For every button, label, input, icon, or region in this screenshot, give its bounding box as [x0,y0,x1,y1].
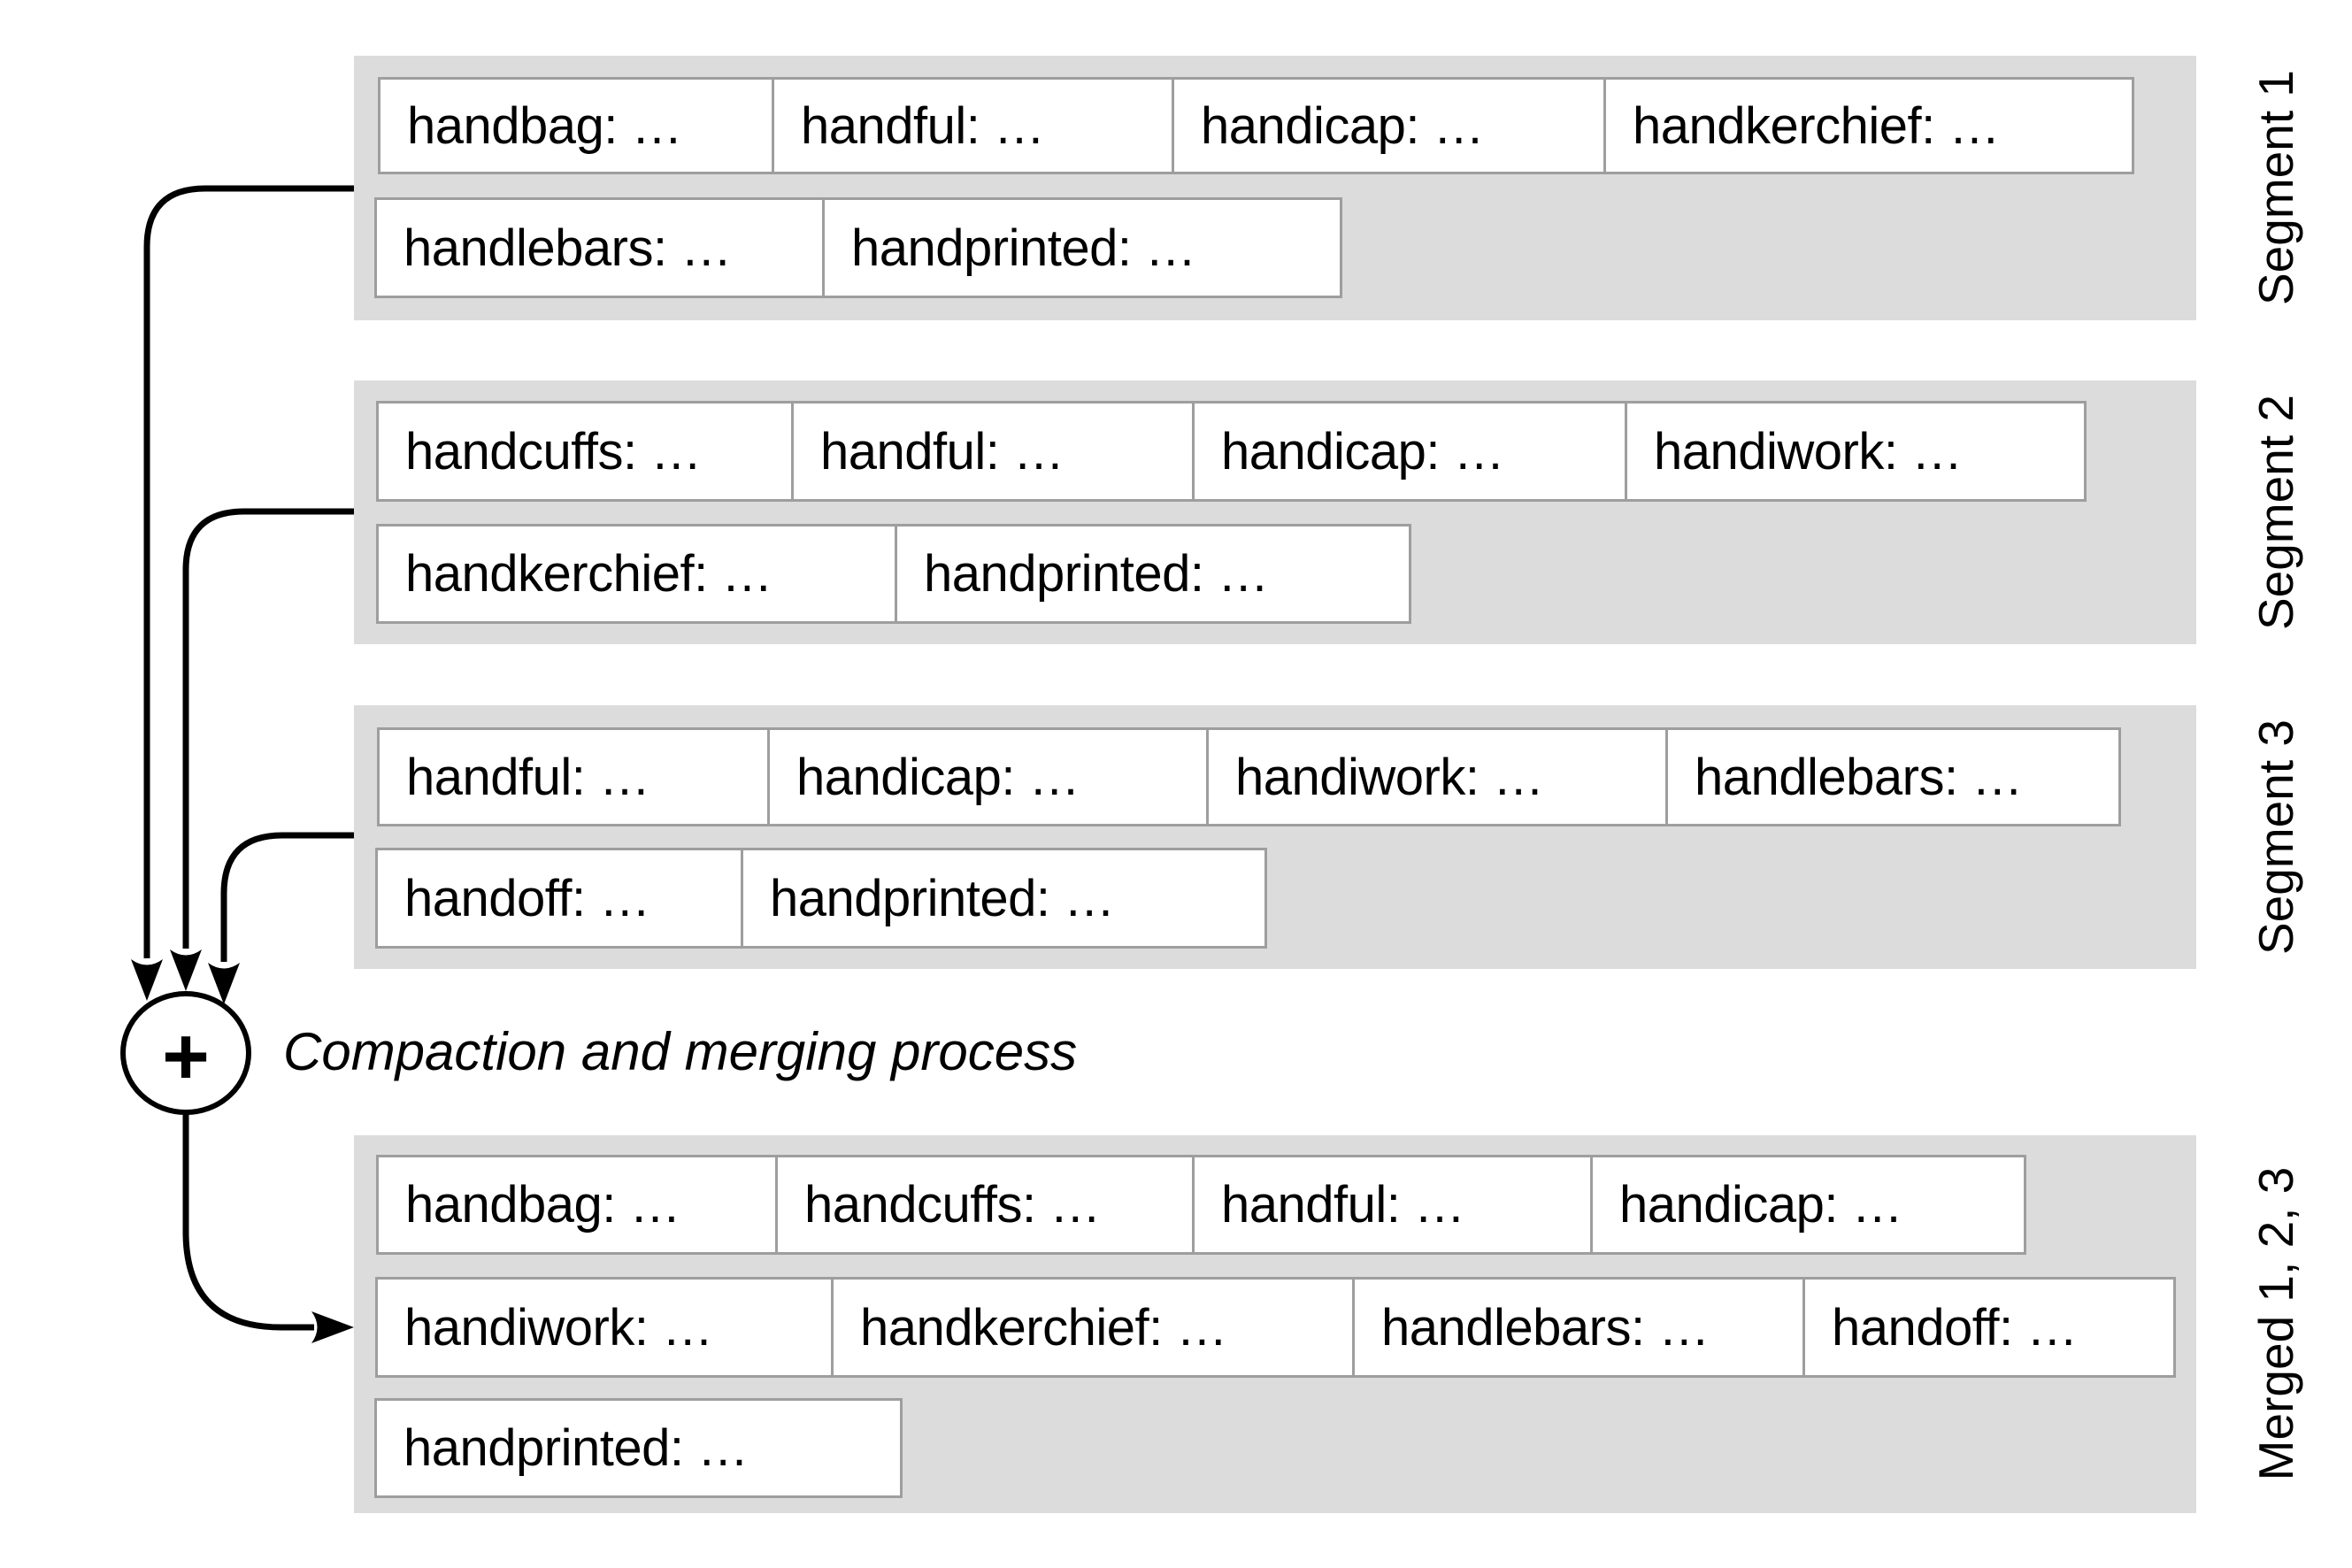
term-cell: handiwork: … [1625,401,2087,502]
term-cell: handkerchief: … [1603,77,2134,174]
term-cell: handicap: … [1192,401,1627,502]
segment1-label: Segment 1 [2248,69,2303,306]
term-cell: handbag: … [378,77,774,174]
term-cell: handcuffs: … [775,1155,1195,1255]
term-cell: handoff: … [1802,1277,2176,1378]
term-cell: handkerchief: … [831,1277,1355,1378]
segment3-label: Segment 3 [2248,719,2303,956]
term-cell: handbag: … [376,1155,778,1255]
term-cell: handiwork: … [375,1277,834,1378]
term-cell: handprinted: … [822,197,1342,298]
term-cell: handicap: … [767,727,1209,826]
term-cell: handcuffs: … [376,401,794,502]
arrow-segment2-to-merge-node [182,508,354,949]
term-cell: handprinted: … [895,524,1411,624]
term-cell: handlebars: … [1352,1277,1805,1378]
term-cell: handlebars: … [1665,727,2121,826]
term-cell: handful: … [772,77,1174,174]
arrowhead-segment2-icon [170,949,202,991]
term-cell: handprinted: … [741,848,1267,949]
plus-icon: + [162,1011,210,1102]
term-cell: handicap: … [1590,1155,2026,1255]
term-cell: handful: … [791,401,1195,502]
term-cell: handoff: … [375,848,743,949]
arrow-segment3-to-merge-node [220,832,354,962]
arrowhead-segment1-icon [131,959,163,1001]
process-caption: Compaction and merging process [283,1022,1078,1082]
arrowhead-segment3-icon [208,963,240,1004]
term-cell: handful: … [1192,1155,1593,1255]
term-cell: handlebars: … [374,197,825,298]
arrow-merge-node-to-merged [182,1112,314,1331]
term-cell: handkerchief: … [376,524,897,624]
term-cell: handiwork: … [1206,727,1668,826]
term-cell: handicap: … [1172,77,1606,174]
term-cell: handful: … [377,727,770,826]
arrowhead-merged-icon [311,1311,354,1343]
segment2-label: Segment 2 [2248,394,2303,631]
merged-label: Merged 1, 2, 3 [2248,1166,2303,1481]
term-cell: handprinted: … [374,1398,903,1498]
arrow-segment1-to-merge-node [143,185,354,958]
